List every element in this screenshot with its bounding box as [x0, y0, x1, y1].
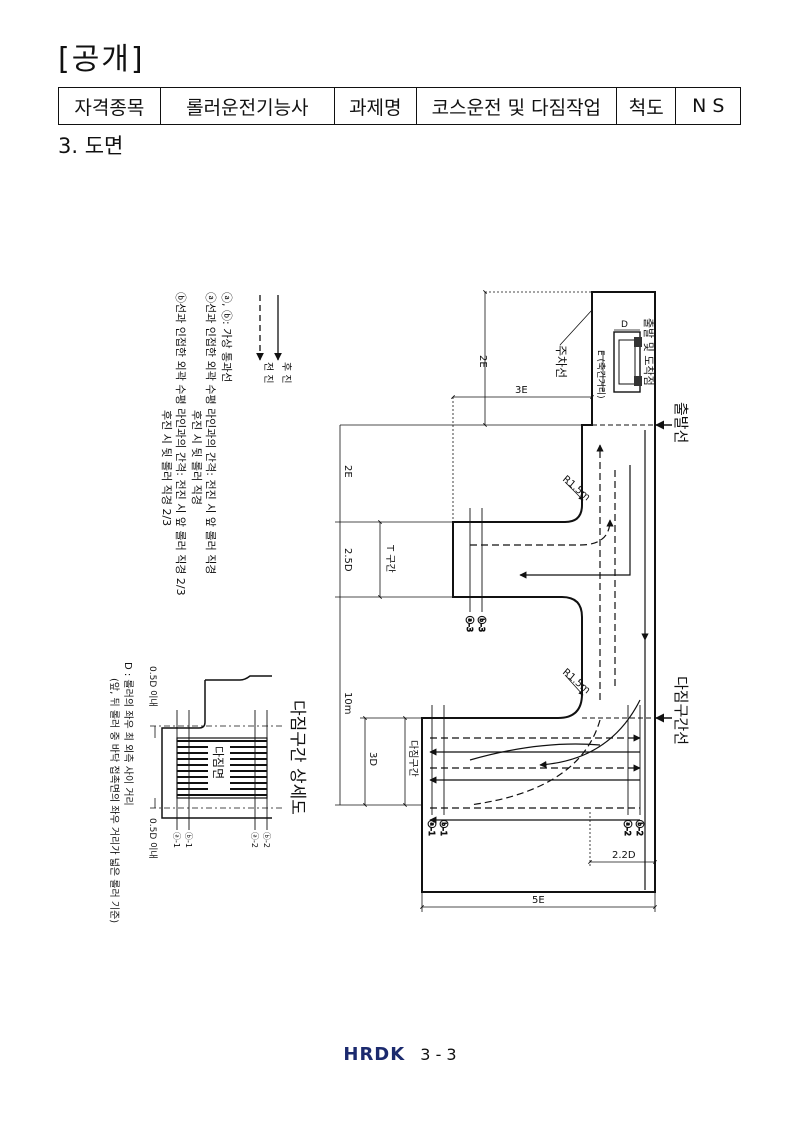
header-cell-subject-label: 자격종목	[58, 87, 161, 125]
detail-drawing: 다짐구간 상세도 다짐면 ⓐ-1 ⓑ-1 ⓐ-2 ⓑ-2 0.5D 이내 0.5…	[108, 662, 307, 923]
legend-line2a: ⓐ선과 인접한 외곽 수평 라인과의 간격: 전진 시 앞 롤러 직경	[204, 292, 217, 574]
mark-b1: ⓑ-1	[439, 820, 448, 836]
public-label: [공개]	[58, 42, 145, 77]
header-cell-task-label: 과제명	[334, 87, 417, 125]
detail-mark-b2: ⓑ-2	[262, 832, 271, 848]
dim-10m: 10m	[342, 692, 353, 714]
legend-line1: ⓐ, ⓑ: 가상 통과선	[220, 292, 233, 382]
start-point-label: 출발 및 도착점	[642, 318, 655, 386]
section-title: 3. 도면	[58, 134, 124, 158]
detail-mark-a2: ⓐ-2	[250, 832, 259, 848]
t-zone-label: T 구간	[384, 544, 396, 573]
header-cell-scale-value: N S	[675, 87, 741, 125]
detail-mark-b1: ⓑ-1	[184, 832, 193, 848]
dim-2.2D: 2.2D	[612, 850, 636, 861]
start-line-label: 출발선	[672, 402, 690, 443]
dim-2.5D: 2.5D	[342, 548, 353, 572]
detail-note2: (앞, 뒤 롤러 중 바닥 접촉면의 좌우 거리가 넓은 롤러 기준)	[108, 678, 120, 923]
compaction-surface-label: 다짐면	[211, 746, 225, 779]
legend-line2b: 후진 시 뒷 롤러 직경	[190, 410, 203, 505]
header-table: 자격종목 롤러운전기능사 과제명 코스운전 및 다짐작업 척도 N S	[58, 87, 741, 125]
compaction-line-label: 다짐구간선	[672, 676, 690, 745]
parking-line-label: 주차선	[554, 345, 568, 378]
t-zone-pass-lines: ⓐ-3 ⓑ-3	[465, 508, 486, 632]
header-cell-task-value: 코스운전 및 다짐작업	[415, 87, 618, 125]
start-area: D E (축간거리) 출발 및 도착점	[595, 318, 655, 399]
detail-right-dim: 0.5D 이내	[147, 818, 158, 859]
course-outline	[421, 291, 656, 893]
dimensions	[335, 290, 657, 912]
dim-E: E (축간거리)	[595, 350, 606, 399]
legend: 전 진 후 진 ⓐ, ⓑ: 가상 통과선 ⓐ선과 인접한 외곽 수평 라인과의 …	[160, 292, 292, 596]
dim-5E: 5E	[532, 895, 545, 906]
legend-line3a: ⓑ선과 인접한 외곽 수평 라인과의 간격: 전진 시 앞 롤러 직경 2/3	[174, 292, 187, 596]
header-cell-scale-label: 척도	[616, 87, 677, 125]
radius-bottom: R1.5m	[560, 667, 592, 696]
compaction-pass-lines: ⓐ-1 ⓑ-1 ⓐ-2 ⓑ-2	[427, 705, 644, 836]
mark-a3: ⓐ-3	[465, 616, 474, 632]
dim-3E: 3E	[515, 385, 528, 396]
mark-b3: ⓑ-3	[477, 616, 486, 632]
dim-2E-top: 2E	[477, 355, 488, 368]
dim-D: D	[621, 320, 628, 330]
mark-a2: ⓐ-2	[623, 820, 632, 836]
detail-left-dim: 0.5D 이내	[147, 666, 158, 707]
dim-2E: 2E	[342, 465, 353, 478]
legend-forward: 전 진	[262, 362, 274, 384]
header-cell-subject-value: 롤러운전기능사	[159, 87, 336, 125]
compaction-zone-label: 다짐구간	[407, 740, 419, 777]
hrdk-logo: HRDK	[343, 1044, 406, 1065]
legend-line3b: 후진 시 뒷 롤러 직경 2/3	[160, 410, 173, 526]
mark-a1: ⓐ-1	[427, 820, 436, 836]
detail-title: 다짐구간 상세도	[287, 700, 307, 815]
legend-backward: 후 진	[280, 362, 292, 384]
detail-note1: D : 롤러의 좌우 최 외측 사이 거리	[122, 662, 134, 806]
detail-mark-a1: ⓐ-1	[172, 832, 181, 848]
travel-paths	[429, 430, 649, 890]
dim-3D: 3D	[367, 752, 378, 766]
radius-top: R1.5m	[560, 474, 592, 503]
footer: HRDK 3 - 3	[0, 1044, 800, 1065]
page-number: 3 - 3	[420, 1045, 457, 1064]
mark-b2: ⓑ-2	[635, 820, 644, 836]
